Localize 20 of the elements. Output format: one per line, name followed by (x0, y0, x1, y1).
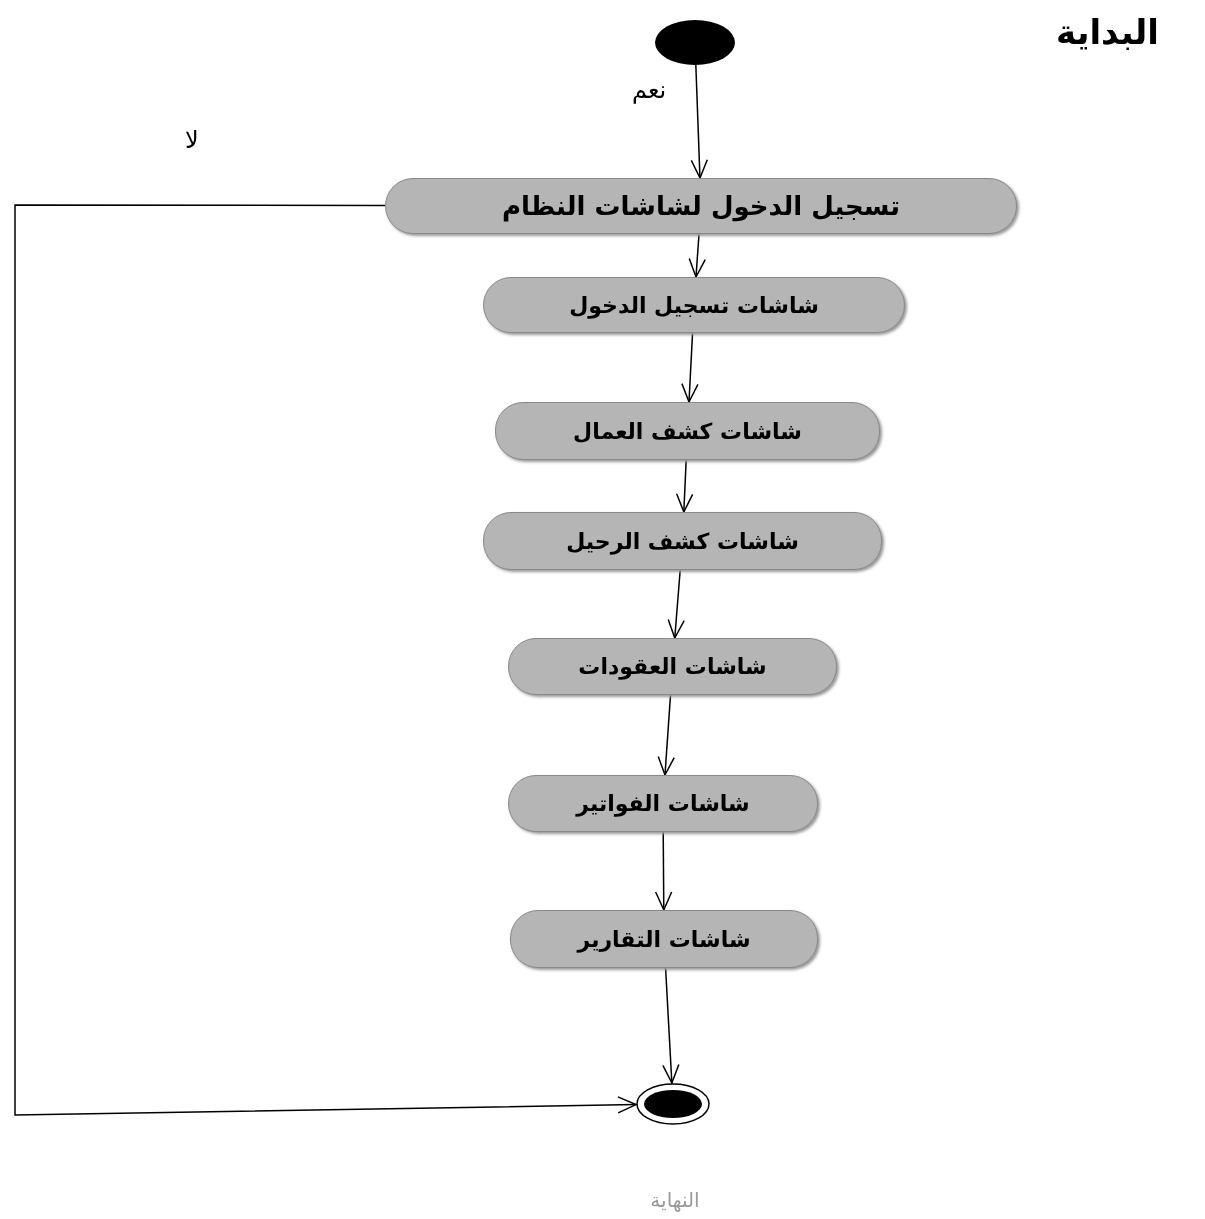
activity-box: شاشات التقارير (510, 910, 818, 968)
activity-box: شاشات العقودات (508, 638, 837, 695)
start-label: البداية (1055, 10, 1160, 54)
arrow (681, 332, 699, 403)
arrow (675, 459, 694, 513)
arrow (667, 569, 685, 639)
start-node (655, 20, 735, 65)
arrow (688, 233, 706, 278)
end-node (636, 1083, 710, 1125)
end-label: النهاية (649, 1187, 701, 1214)
activity-box: شاشات الفواتير (508, 775, 818, 832)
arrow (657, 694, 675, 776)
activity-box: تسجيل الدخول لشاشات النظام (385, 178, 1017, 234)
arrow (654, 831, 673, 911)
activity-box: شاشات تسجيل الدخول (483, 277, 905, 333)
arrow (662, 967, 680, 1084)
arrow (690, 64, 709, 179)
activity-box: شاشات كشف العمال (495, 402, 880, 460)
activity-box: شاشات كشف الرحيل (483, 512, 882, 570)
arrow (14, 204, 637, 1116)
